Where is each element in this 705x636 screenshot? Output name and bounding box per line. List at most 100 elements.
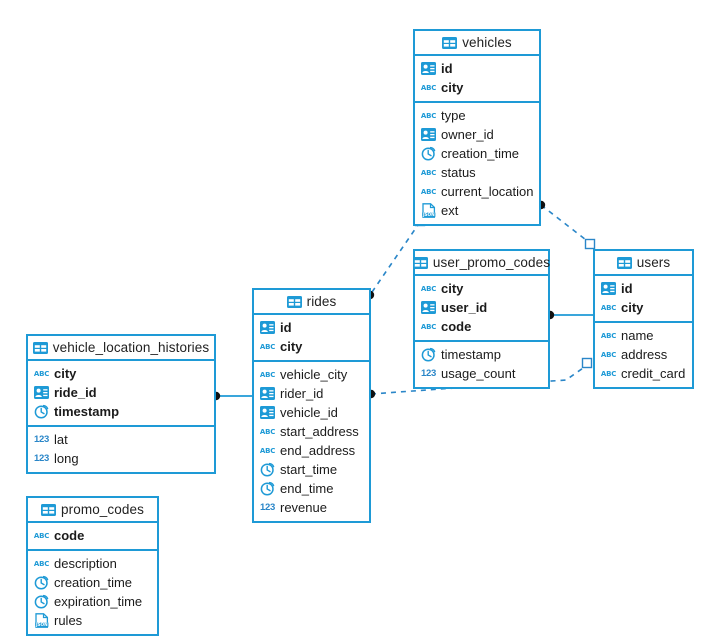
column-section: ABC description creation_time expiration_ti… <box>28 551 157 634</box>
id-card-icon <box>601 281 616 296</box>
id-card-icon <box>421 300 436 315</box>
table-field[interactable]: ABC description <box>28 554 157 573</box>
field-label: current_location <box>441 184 534 199</box>
entity-title-label: vehicle_location_histories <box>52 340 210 355</box>
id-card-icon <box>421 127 436 142</box>
primary-key-field[interactable]: id <box>595 279 692 298</box>
field-label: creation_time <box>441 146 520 161</box>
primary-key-field[interactable]: ABC code <box>28 526 157 545</box>
table-field[interactable]: expiration_time <box>28 592 157 611</box>
primary-key-field[interactable]: ABC code <box>415 317 548 336</box>
field-label: code <box>54 528 85 543</box>
field-label: creation_time <box>54 575 133 590</box>
entity-title[interactable]: vehicle_location_histories <box>28 336 214 361</box>
field-label: city <box>441 281 464 296</box>
table-field[interactable]: end_time <box>254 479 369 498</box>
clock-icon <box>421 146 436 161</box>
primary-key-field[interactable]: user_id <box>415 298 548 317</box>
id-card-icon <box>421 61 436 76</box>
clock-icon <box>260 481 275 496</box>
entity-title-label: vehicles <box>462 35 512 50</box>
field-label: vehicle_city <box>280 367 348 382</box>
field-label: usage_count <box>441 366 516 381</box>
field-label: city <box>621 300 644 315</box>
field-label: timestamp <box>441 347 501 362</box>
field-label: id <box>621 281 633 296</box>
abc-icon: ABC <box>33 560 50 568</box>
entity-title[interactable]: users <box>595 251 692 276</box>
abc-icon: ABC <box>600 370 617 378</box>
table-icon <box>32 340 48 355</box>
field-label: lat <box>54 432 68 447</box>
table-field[interactable]: owner_id <box>415 125 539 144</box>
field-label: status <box>441 165 476 180</box>
primary-key-field[interactable]: id <box>415 59 539 78</box>
table-field[interactable]: vehicle_id <box>254 403 369 422</box>
abc-icon: ABC <box>420 169 437 177</box>
entity-title[interactable]: rides <box>254 290 369 315</box>
field-label: code <box>441 319 472 334</box>
abc-icon: ABC <box>33 370 50 378</box>
abc-icon: ABC <box>259 371 276 379</box>
primary-key-field[interactable]: ride_id <box>28 383 214 402</box>
entity-title-label: rides <box>306 294 337 309</box>
table-field[interactable]: start_time <box>254 460 369 479</box>
entity-title[interactable]: promo_codes <box>28 498 157 523</box>
table-field[interactable]: creation_time <box>28 573 157 592</box>
field-label: start_time <box>280 462 338 477</box>
table-icon <box>286 294 302 309</box>
abc-icon: ABC <box>33 532 50 540</box>
primary-key-field[interactable]: id <box>254 318 369 337</box>
field-label: address <box>621 347 668 362</box>
table-field[interactable]: timestamp <box>415 345 548 364</box>
edge-user-promo-codes-users <box>545 310 593 320</box>
table-field[interactable]: creation_time <box>415 144 539 163</box>
field-label: description <box>54 556 117 571</box>
entity-title[interactable]: user_promo_codes <box>412 251 550 276</box>
table-field[interactable]: rider_id <box>254 384 369 403</box>
field-label: rider_id <box>280 386 324 401</box>
field-label: user_id <box>441 300 488 315</box>
field-label: id <box>441 61 453 76</box>
entity-title[interactable]: vehicles <box>415 31 539 56</box>
field-label: long <box>54 451 79 466</box>
field-label: type <box>441 108 466 123</box>
table-field[interactable]: ABC status <box>415 163 539 182</box>
field-label: id <box>280 320 292 335</box>
clock-icon <box>34 575 49 590</box>
primary-key-field[interactable]: timestamp <box>28 402 214 421</box>
table-field[interactable]: ABC vehicle_city <box>254 365 369 384</box>
abc-icon: ABC <box>420 323 437 331</box>
id-card-icon <box>260 320 275 335</box>
